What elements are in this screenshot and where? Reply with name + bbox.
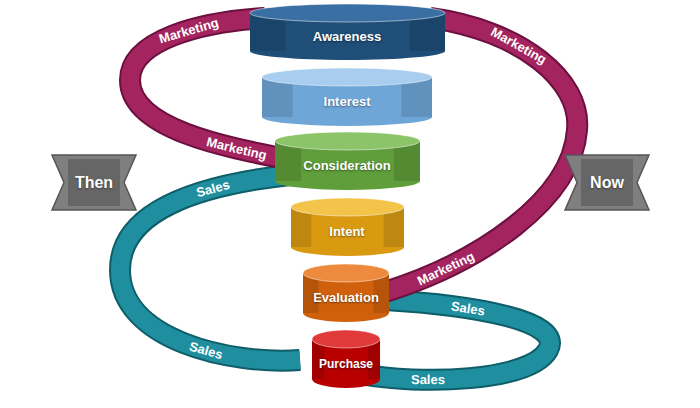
banner-label: Then [52, 155, 136, 210]
marketing-ribbon [385, 18, 577, 292]
ribbon-label: Sales [411, 373, 445, 386]
sales-ribbon [120, 175, 300, 361]
cylinder-top [262, 68, 432, 86]
cylinder-top [275, 132, 420, 150]
funnel-cylinder: Purchase [312, 330, 380, 388]
stage-name: Consideration [303, 158, 390, 173]
marketing-ribbon [385, 18, 577, 292]
funnel-cylinder: Consideration [275, 132, 420, 190]
funnel-cylinder: Interest [262, 68, 432, 126]
funnel-cylinder: Intent [291, 198, 404, 256]
ribbon-label: Marketing [415, 249, 476, 287]
ribbon-label: Marketing [157, 15, 220, 45]
ribbon-label: Sales [450, 299, 486, 317]
stage-name: Purchase [319, 357, 373, 371]
stage-name: Interest [324, 94, 371, 109]
stage-name: Intent [329, 224, 364, 239]
sales-ribbon [120, 175, 300, 361]
banner-panel [68, 159, 120, 206]
ribbon-label: Marketing [488, 25, 548, 66]
cylinder-top [303, 264, 389, 282]
stage-name: Now [590, 174, 624, 192]
cylinder-top [250, 4, 445, 22]
ribbon-label: Sales [187, 340, 223, 362]
stage-name: Then [75, 174, 113, 192]
funnel-cylinder: Evaluation [303, 264, 389, 322]
cylinder-top [312, 330, 380, 348]
banner-body [52, 155, 136, 210]
stage-name: Awareness [313, 29, 381, 44]
cylinder-top [291, 198, 404, 216]
ribbon-label: Sales [195, 178, 231, 199]
banner-panel [581, 159, 633, 206]
banner-body [565, 155, 649, 210]
stage-name: Evaluation [313, 290, 379, 305]
ribbon-label: Marketing [206, 135, 269, 162]
banner-label: Now [565, 155, 649, 210]
funnel-cylinder: Awareness [250, 4, 445, 60]
